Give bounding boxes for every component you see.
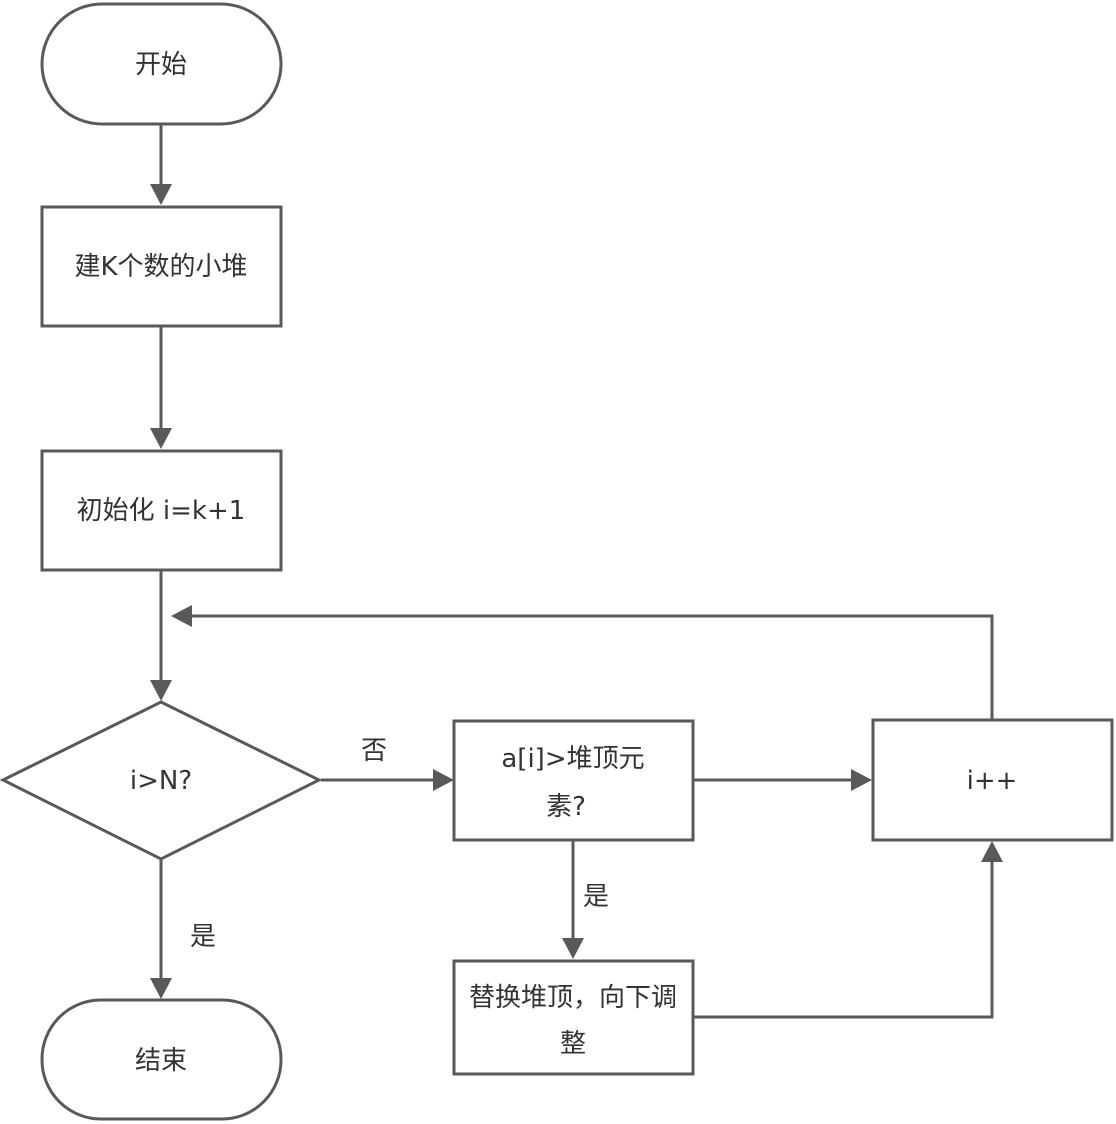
node-label-increment: i++ bbox=[967, 766, 1018, 796]
process-shape-replace bbox=[452, 959, 695, 1076]
terminal-shape-start bbox=[40, 2, 283, 126]
arrowhead-build-heap bbox=[150, 184, 172, 205]
arrowhead-increment bbox=[851, 769, 872, 791]
node-replace: 替换堆顶，向下调 整 bbox=[452, 959, 695, 1076]
arrowhead-init bbox=[150, 428, 172, 449]
edge-label-condition-no: 否 bbox=[361, 736, 387, 766]
arrowhead-condition bbox=[150, 680, 172, 701]
node-end: 结束 bbox=[40, 998, 283, 1121]
edge-replace-to-increment bbox=[693, 862, 994, 1019]
process-shape-init bbox=[40, 449, 283, 572]
node-condition: i>N? bbox=[0, 700, 323, 861]
node-label-compare-line1: a[i]>堆顶元 bbox=[501, 744, 644, 774]
node-increment: i++ bbox=[871, 718, 1114, 842]
process-shape-compare bbox=[452, 719, 695, 842]
edge-loop-back bbox=[192, 614, 994, 720]
process-shape-increment bbox=[871, 718, 1114, 842]
node-start: 开始 bbox=[40, 2, 283, 126]
node-build-heap: 建K个数的小堆 bbox=[40, 205, 283, 328]
arrowhead-replace bbox=[562, 938, 584, 959]
node-label-replace-line2: 整 bbox=[560, 1029, 586, 1059]
node-label-end: 结束 bbox=[135, 1046, 187, 1076]
process-shape-build-heap bbox=[40, 205, 283, 328]
edges bbox=[150, 124, 1003, 1019]
arrowhead-loop-back bbox=[171, 605, 192, 627]
node-label-start: 开始 bbox=[135, 50, 187, 80]
arrowhead-end bbox=[150, 978, 172, 999]
node-label-build-heap: 建K个数的小堆 bbox=[74, 252, 247, 282]
node-compare: a[i]>堆顶元 素? bbox=[452, 719, 695, 842]
terminal-shape-end bbox=[40, 998, 283, 1121]
arrowhead-compare bbox=[433, 769, 454, 791]
node-label-replace-line1: 替换堆顶，向下调 bbox=[469, 983, 677, 1013]
node-label-compare-line2: 素? bbox=[546, 792, 586, 822]
node-init: 初始化 i=k+1 bbox=[40, 449, 283, 572]
edge-label-compare-yes: 是 bbox=[583, 882, 609, 912]
node-label-condition: i>N? bbox=[130, 766, 192, 796]
arrowhead-increment-bottom bbox=[981, 841, 1003, 862]
node-label-init: 初始化 i=k+1 bbox=[77, 496, 246, 526]
edge-label-condition-yes: 是 bbox=[190, 922, 216, 952]
decision-shape-condition bbox=[0, 700, 323, 861]
